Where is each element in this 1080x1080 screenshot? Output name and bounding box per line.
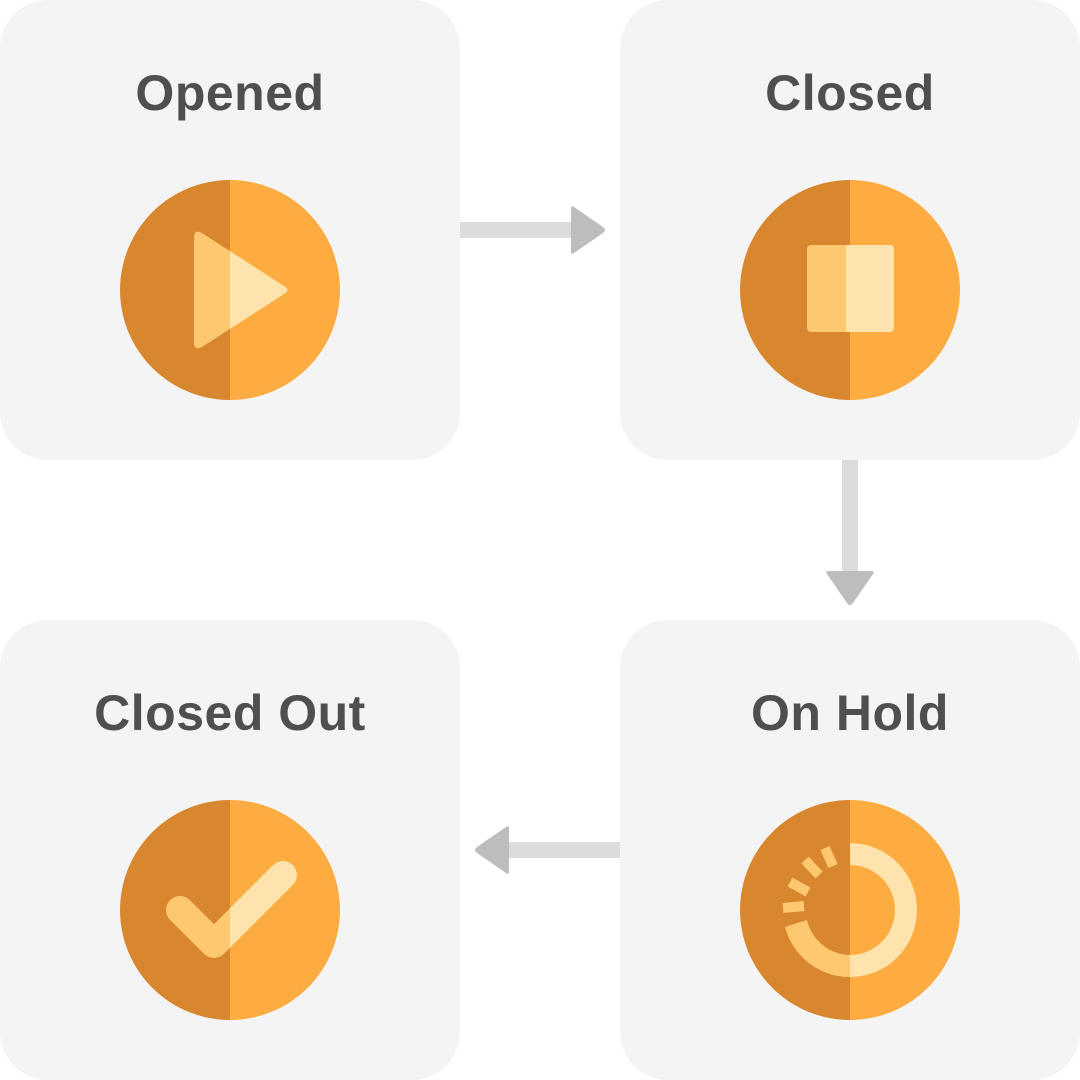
checkmark-icon xyxy=(120,800,340,1020)
loading-spinner-icon xyxy=(740,800,960,1020)
arrow-closed-to-on-hold xyxy=(826,460,874,605)
play-icon xyxy=(120,180,340,400)
state-title-opened: Opened xyxy=(135,65,325,121)
state-card-closed[interactable]: Closed xyxy=(620,0,1080,460)
arrow-opened-to-closed xyxy=(460,206,605,254)
state-title-closed-out: Closed Out xyxy=(94,685,366,741)
state-card-opened[interactable]: Opened xyxy=(0,0,460,460)
arrow-on-hold-to-closed-out xyxy=(475,826,620,874)
state-card-closed-out[interactable]: Closed Out xyxy=(0,620,460,1080)
state-title-closed: Closed xyxy=(765,65,935,121)
stop-icon xyxy=(740,180,960,400)
state-card-on-hold[interactable]: On Hold xyxy=(620,620,1080,1080)
state-title-on-hold: On Hold xyxy=(751,685,949,741)
